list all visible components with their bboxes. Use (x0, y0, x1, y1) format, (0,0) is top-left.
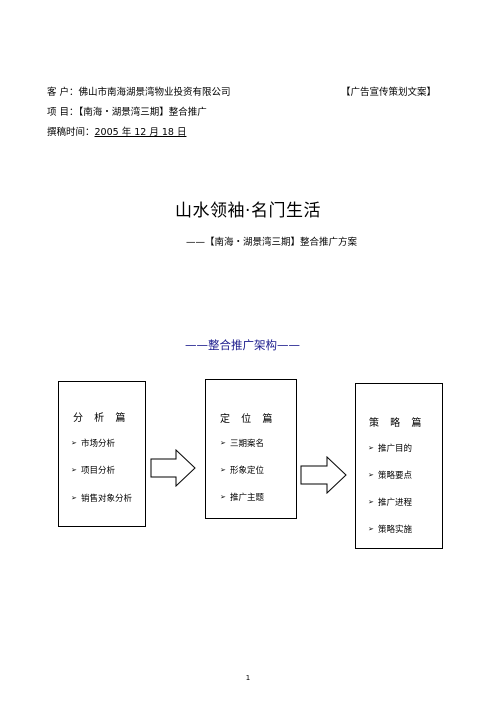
list-item: ➢形象定位 (220, 466, 265, 476)
arrowhead-bullet-icon: ➢ (220, 439, 226, 447)
date-label: 撰稿时间： (47, 127, 95, 138)
arrowhead-bullet-icon: ➢ (71, 466, 77, 474)
page-number: 1 (245, 674, 251, 682)
analysis-box-title: 分 析 篇 (73, 413, 130, 424)
page-title: 山水领袖·名门生活 (175, 201, 321, 221)
arrowhead-bullet-icon: ➢ (71, 439, 77, 447)
client-value: 佛山市南海湖景湾物业投资有限公司 (78, 87, 231, 98)
list-item: ➢市场分析 (71, 439, 116, 449)
arrowhead-bullet-icon: ➢ (368, 471, 374, 479)
strategy-box-title: 策 略 篇 (369, 418, 426, 429)
doc-type: 【广告宣传策划文案】 (341, 87, 437, 98)
positioning-box: 定 位 篇 ➢三期案名 ➢形象定位 ➢推广主题 (205, 379, 297, 519)
arrowhead-bullet-icon: ➢ (368, 525, 374, 533)
right-arrow-icon (300, 456, 347, 494)
section-title: ——整合推广架构—— (185, 338, 300, 352)
client-line: 客 户：佛山市南海湖景湾物业投资有限公司 (47, 87, 231, 99)
project-line: 项 目：【南海・湖景湾三期】整合推广 (47, 107, 207, 119)
analysis-box: 分 析 篇 ➢市场分析 ➢项目分析 ➢销售对象分析 (58, 381, 146, 527)
date-value: 2005 年 12 月 18 日 (94, 127, 187, 138)
list-item: ➢销售对象分析 (71, 494, 133, 504)
right-arrow-icon (150, 449, 196, 487)
list-item: ➢策略实施 (368, 525, 413, 535)
list-item: ➢项目分析 (71, 466, 116, 476)
arrowhead-bullet-icon: ➢ (220, 493, 226, 501)
client-label: 客 户： (47, 87, 79, 98)
arrowhead-bullet-icon: ➢ (368, 498, 374, 506)
page-subtitle: ——【南海・湖景湾三期】整合推广方案 (186, 237, 358, 248)
arrowhead-bullet-icon: ➢ (71, 494, 77, 502)
arrowhead-bullet-icon: ➢ (220, 466, 226, 474)
project-value: 【南海・湖景湾三期】整合推广 (78, 107, 207, 118)
date-line: 撰稿时间：2005 年 12 月 18 日 (47, 127, 186, 139)
list-item: ➢推广进程 (368, 498, 413, 508)
list-item: ➢三期案名 (220, 439, 265, 449)
arrowhead-bullet-icon: ➢ (368, 444, 374, 452)
list-item: ➢策略要点 (368, 471, 413, 481)
strategy-box: 策 略 篇 ➢推广目的 ➢策略要点 ➢推广进程 ➢策略实施 (355, 383, 443, 549)
list-item: ➢推广主题 (220, 493, 265, 503)
list-item: ➢推广目的 (368, 444, 413, 454)
project-label: 项 目： (47, 107, 79, 118)
positioning-box-title: 定 位 篇 (220, 414, 277, 425)
